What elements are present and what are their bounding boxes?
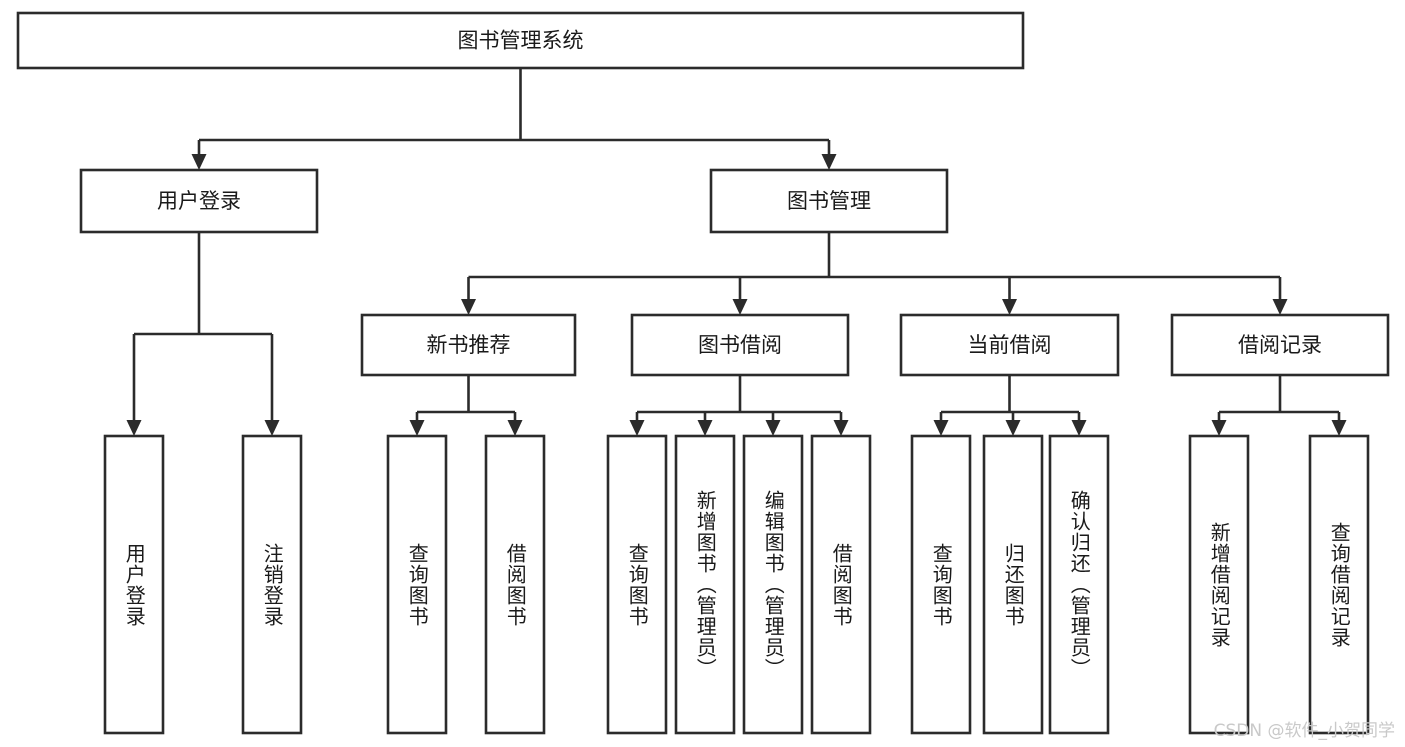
node-root-box[interactable]	[16, 11, 1025, 70]
arrow-head-icon	[933, 420, 949, 436]
node-level2-box-1[interactable]	[630, 313, 850, 377]
node-level2-label-2: 当前借阅	[968, 333, 1052, 357]
node-level2-box-0[interactable]	[360, 313, 577, 377]
node-leaf-box-12[interactable]	[1308, 434, 1370, 735]
node-leaf-box-0[interactable]	[103, 434, 165, 735]
node-leaf-box-11[interactable]	[1188, 434, 1250, 735]
node-leaf-box-8[interactable]	[910, 434, 972, 735]
connectors-layer	[126, 68, 1347, 436]
arrow-head-icon	[1272, 299, 1288, 315]
arrow-head-icon	[1331, 420, 1347, 436]
node-level1-box-1[interactable]	[709, 168, 949, 234]
node-leaf-box-1[interactable]	[241, 434, 303, 735]
node-leaf-box-3[interactable]	[484, 434, 546, 735]
arrow-head-icon	[409, 420, 425, 436]
arrow-head-icon	[264, 420, 280, 436]
arrow-head-icon	[765, 420, 781, 436]
node-leaf-box-6[interactable]	[742, 434, 804, 735]
node-leaf-box-10[interactable]	[1048, 434, 1110, 735]
arrow-head-icon	[1005, 420, 1021, 436]
node-level2-box-2[interactable]	[899, 313, 1120, 377]
arrow-head-icon	[821, 154, 837, 170]
node-level2-label-3: 借阅记录	[1238, 333, 1322, 357]
arrow-head-icon	[1071, 420, 1087, 436]
node-leaf-box-4[interactable]	[606, 434, 668, 735]
node-level2-label-1: 图书借阅	[698, 333, 782, 357]
node-leaf-box-2[interactable]	[386, 434, 448, 735]
arrow-head-icon	[1002, 299, 1017, 315]
node-level1-box-0[interactable]	[79, 168, 319, 234]
arrow-head-icon	[833, 420, 849, 436]
arrow-head-icon	[697, 420, 713, 436]
node-level1-label-1: 图书管理	[787, 189, 871, 213]
node-level1-label-0: 用户登录	[157, 189, 241, 213]
node-leaf-box-7[interactable]	[810, 434, 872, 735]
node-leaf-box-9[interactable]	[982, 434, 1044, 735]
arrow-head-icon	[191, 154, 207, 170]
arrow-head-icon	[461, 299, 476, 315]
watermark-text: CSDN @软件_小贺同学	[1213, 721, 1395, 741]
arrow-head-icon	[732, 299, 748, 315]
arrow-head-icon	[629, 420, 645, 436]
node-leaf-box-5[interactable]	[674, 434, 736, 735]
arrow-head-icon	[507, 420, 523, 436]
node-root-label: 图书管理系统	[458, 29, 584, 53]
node-level2-box-3[interactable]	[1170, 313, 1390, 377]
node-level2-label-0: 新书推荐	[427, 333, 511, 357]
arrow-head-icon	[1211, 420, 1227, 436]
boxes-layer	[16, 11, 1390, 735]
arrow-head-icon	[126, 420, 142, 436]
